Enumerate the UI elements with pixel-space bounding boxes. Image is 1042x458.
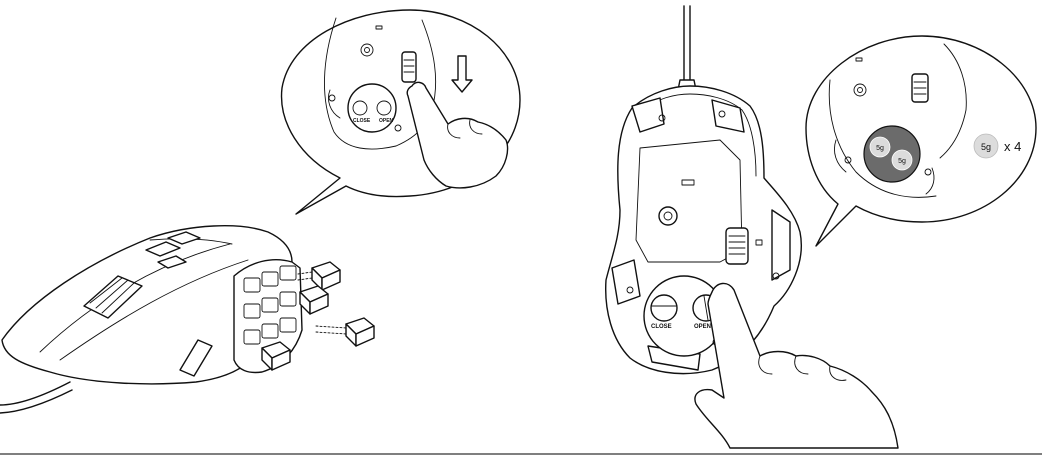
mouse-cable-left (0, 381, 71, 406)
dpi-switch-zoom (401, 51, 417, 83)
weight-cover-left-zoom (347, 83, 397, 133)
dpi-switch-right (725, 227, 749, 265)
open-label-zoom: OPEN (379, 118, 394, 124)
top-button-1 (145, 241, 181, 257)
weight-legend-label: 5g (981, 142, 991, 152)
skate-right (771, 209, 791, 281)
down-arrow-icon (451, 55, 473, 93)
weight-disc-1 (869, 136, 891, 158)
side-button-module-icon (261, 261, 375, 371)
side-buttons (243, 265, 297, 345)
pointing-hand-icon (694, 282, 899, 449)
weight-lock-close (650, 294, 678, 322)
sensor-window-indicator (681, 179, 695, 186)
right-mouse-illustration: CLOSE OPEN (605, 5, 899, 449)
sensor-left-zoom (360, 43, 374, 57)
close-label: CLOSE (651, 324, 672, 330)
skate-top-right (711, 99, 745, 133)
close-label-zoom: CLOSE (353, 118, 371, 124)
callout-bubble-right: 5g 5g 5g x 4 (805, 35, 1037, 247)
skate-bottom-left (611, 259, 641, 305)
weight-disc-2-label: 5g (898, 158, 906, 165)
left-mouse-illustration (0, 225, 375, 414)
weight-legend-disc (973, 133, 999, 159)
weight-quantity: x 4 (1004, 139, 1021, 154)
skate-top-left (631, 97, 665, 133)
side-thumb-button (179, 339, 213, 377)
top-button-3 (157, 255, 187, 269)
open-label: OPEN (694, 324, 711, 330)
weight-disc-1-label: 5g (876, 145, 884, 152)
callout-bubble-left: CLOSE OPEN (280, 9, 521, 215)
weight-disc-2 (891, 149, 913, 171)
top-button-2 (167, 231, 201, 245)
sensor-right (658, 206, 678, 226)
scroll-wheel-left (83, 275, 143, 319)
